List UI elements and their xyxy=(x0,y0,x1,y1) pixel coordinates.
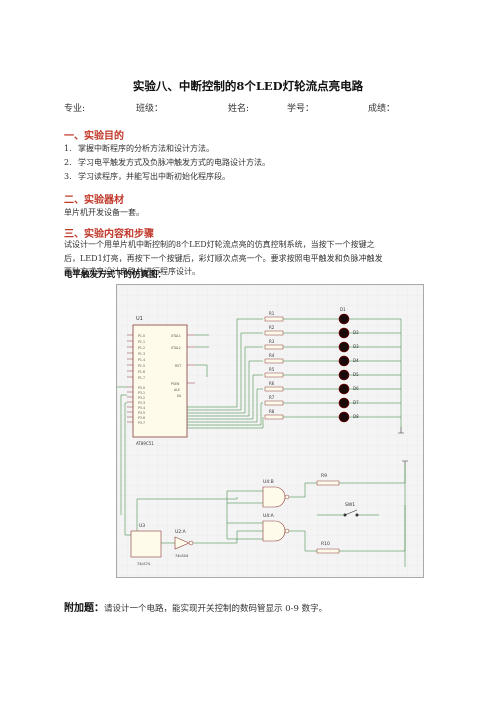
circuit-schematic: U1 AT89C51 P1.0 P1.1 P1.2 P1.3 P1.4 P1.5… xyxy=(116,284,424,578)
gate-label: U4:B xyxy=(263,479,274,485)
equipment-text: 单片机开发设备一套。 xyxy=(64,208,144,217)
resistor-label: R5 xyxy=(269,367,275,372)
meta-major: 专业: xyxy=(64,104,86,114)
led-label: D8 xyxy=(353,414,359,419)
ic-u2a: U2:A 74LS04 xyxy=(174,529,194,558)
extra-question: 附加题：请设计一个电路，能实现开关控制的数码管显示 0-9 数字。 xyxy=(64,599,327,614)
led-array: D1 D2 D3 D4 D5 D6 D7 D8 xyxy=(338,307,359,423)
extra-label: 附加题： xyxy=(64,603,104,614)
svg-text:74LS04: 74LS04 xyxy=(175,554,189,558)
svg-text:R9: R9 xyxy=(321,473,327,479)
resistor-label: R1 xyxy=(269,311,275,316)
pin-label: XTAL1 xyxy=(171,334,181,338)
resistor-array: R1 R2 R3 R4 R5 R6 R7 R8 xyxy=(264,311,402,427)
pin-label: P1.7 xyxy=(138,376,145,380)
list-item: 2.学习电平触发方式及负脉冲触发方式的电路设计方法。 xyxy=(64,158,270,167)
pin-label: P3.3 xyxy=(138,401,145,405)
pin-label: P3.0 xyxy=(138,386,145,390)
led-label: D1 xyxy=(340,307,346,312)
svg-text:R10: R10 xyxy=(321,541,330,547)
led-label: D5 xyxy=(353,372,359,377)
resistor-r10: R10 xyxy=(316,541,340,554)
resistor-r9: R9 xyxy=(316,473,340,486)
pin-label: P3.4 xyxy=(138,406,145,410)
pin-label: P3.7 xyxy=(138,421,145,425)
led-label: D3 xyxy=(353,344,359,349)
svg-text:SW1: SW1 xyxy=(345,502,355,508)
ic-u3: U3 74LS74 xyxy=(130,523,162,566)
section-heading-equipment: 二、实验器材 xyxy=(64,195,124,206)
content-paragraph: 试设计一个用单片机中断控制的8个LED灯轮流点亮的仿真控制系统，当按下一个按键之… xyxy=(64,240,383,276)
led-label: D7 xyxy=(353,400,359,405)
list-item: 3.学习读程序，并能写出中断初始化程序段。 xyxy=(64,172,230,181)
resistor-label: R2 xyxy=(269,325,275,330)
section-heading-purpose: 一、实验目的 xyxy=(64,131,124,142)
pin-label: P3.5 xyxy=(138,411,145,415)
pin-label: EA xyxy=(177,394,182,398)
resistor-label: R6 xyxy=(269,381,275,386)
section-heading-content: 三、实验内容和步骤 xyxy=(64,229,154,240)
pin-label: P1.2 xyxy=(138,346,145,350)
pin-label: P1.3 xyxy=(138,352,145,356)
switch-sw1: SW1 xyxy=(317,502,359,517)
pin-label: P1.5 xyxy=(138,364,145,368)
svg-text:74LS74: 74LS74 xyxy=(137,562,151,566)
schematic-drawing: U1 AT89C51 P1.0 P1.1 P1.2 P1.3 P1.4 P1.5… xyxy=(117,285,423,577)
extra-text: 请设计一个电路，能实现开关控制的数码管显示 0-9 数字。 xyxy=(104,604,328,614)
logic-gate-a: U4:A xyxy=(262,513,290,542)
pin-label: P1.1 xyxy=(138,340,145,344)
pin-label: P3.1 xyxy=(138,391,145,395)
pin-label: P3.6 xyxy=(138,416,145,420)
resistor-label: R7 xyxy=(269,395,275,400)
pin-label: RST xyxy=(175,364,181,368)
resistor-label: R3 xyxy=(269,339,275,344)
mcu-ref: U1 xyxy=(136,316,143,322)
meta-student-id: 学号： xyxy=(287,104,315,114)
meta-score: 成绩： xyxy=(368,104,396,114)
resistor-label: R8 xyxy=(269,409,275,414)
led-label: D6 xyxy=(353,386,359,391)
led-label: D4 xyxy=(353,358,359,363)
mcu-part: AT89C51 xyxy=(136,441,154,446)
meta-class: 班级： xyxy=(136,104,164,114)
logic-gate-b: U4:B xyxy=(262,479,290,508)
svg-text:U2:A: U2:A xyxy=(175,529,187,535)
pin-label: P1.4 xyxy=(138,358,145,362)
gate-label: U4:A xyxy=(263,513,275,519)
mcu-chip: U1 AT89C51 P1.0 P1.1 P1.2 P1.3 P1.4 P1.5… xyxy=(127,316,209,446)
pin-label: P3.2 xyxy=(138,396,145,400)
meta-name: 姓名: xyxy=(228,104,250,114)
resistor-label: R4 xyxy=(269,353,275,358)
pin-label: P1.0 xyxy=(138,334,145,338)
document-title: 实验八、中断控制的8个LED灯轮流点亮电路 xyxy=(132,79,364,93)
svg-text:U3: U3 xyxy=(139,523,145,529)
pin-label: PSEN xyxy=(171,382,180,386)
list-item: 1.掌握中断程序的分析方法和设计方法。 xyxy=(64,144,214,153)
led-label: D2 xyxy=(353,330,359,335)
pin-label: P1.6 xyxy=(138,370,145,374)
pin-label: XTAL2 xyxy=(171,346,181,350)
pin-label: ALE xyxy=(174,388,180,392)
figure-caption: 电平触发方式下的仿真图： xyxy=(64,270,167,280)
